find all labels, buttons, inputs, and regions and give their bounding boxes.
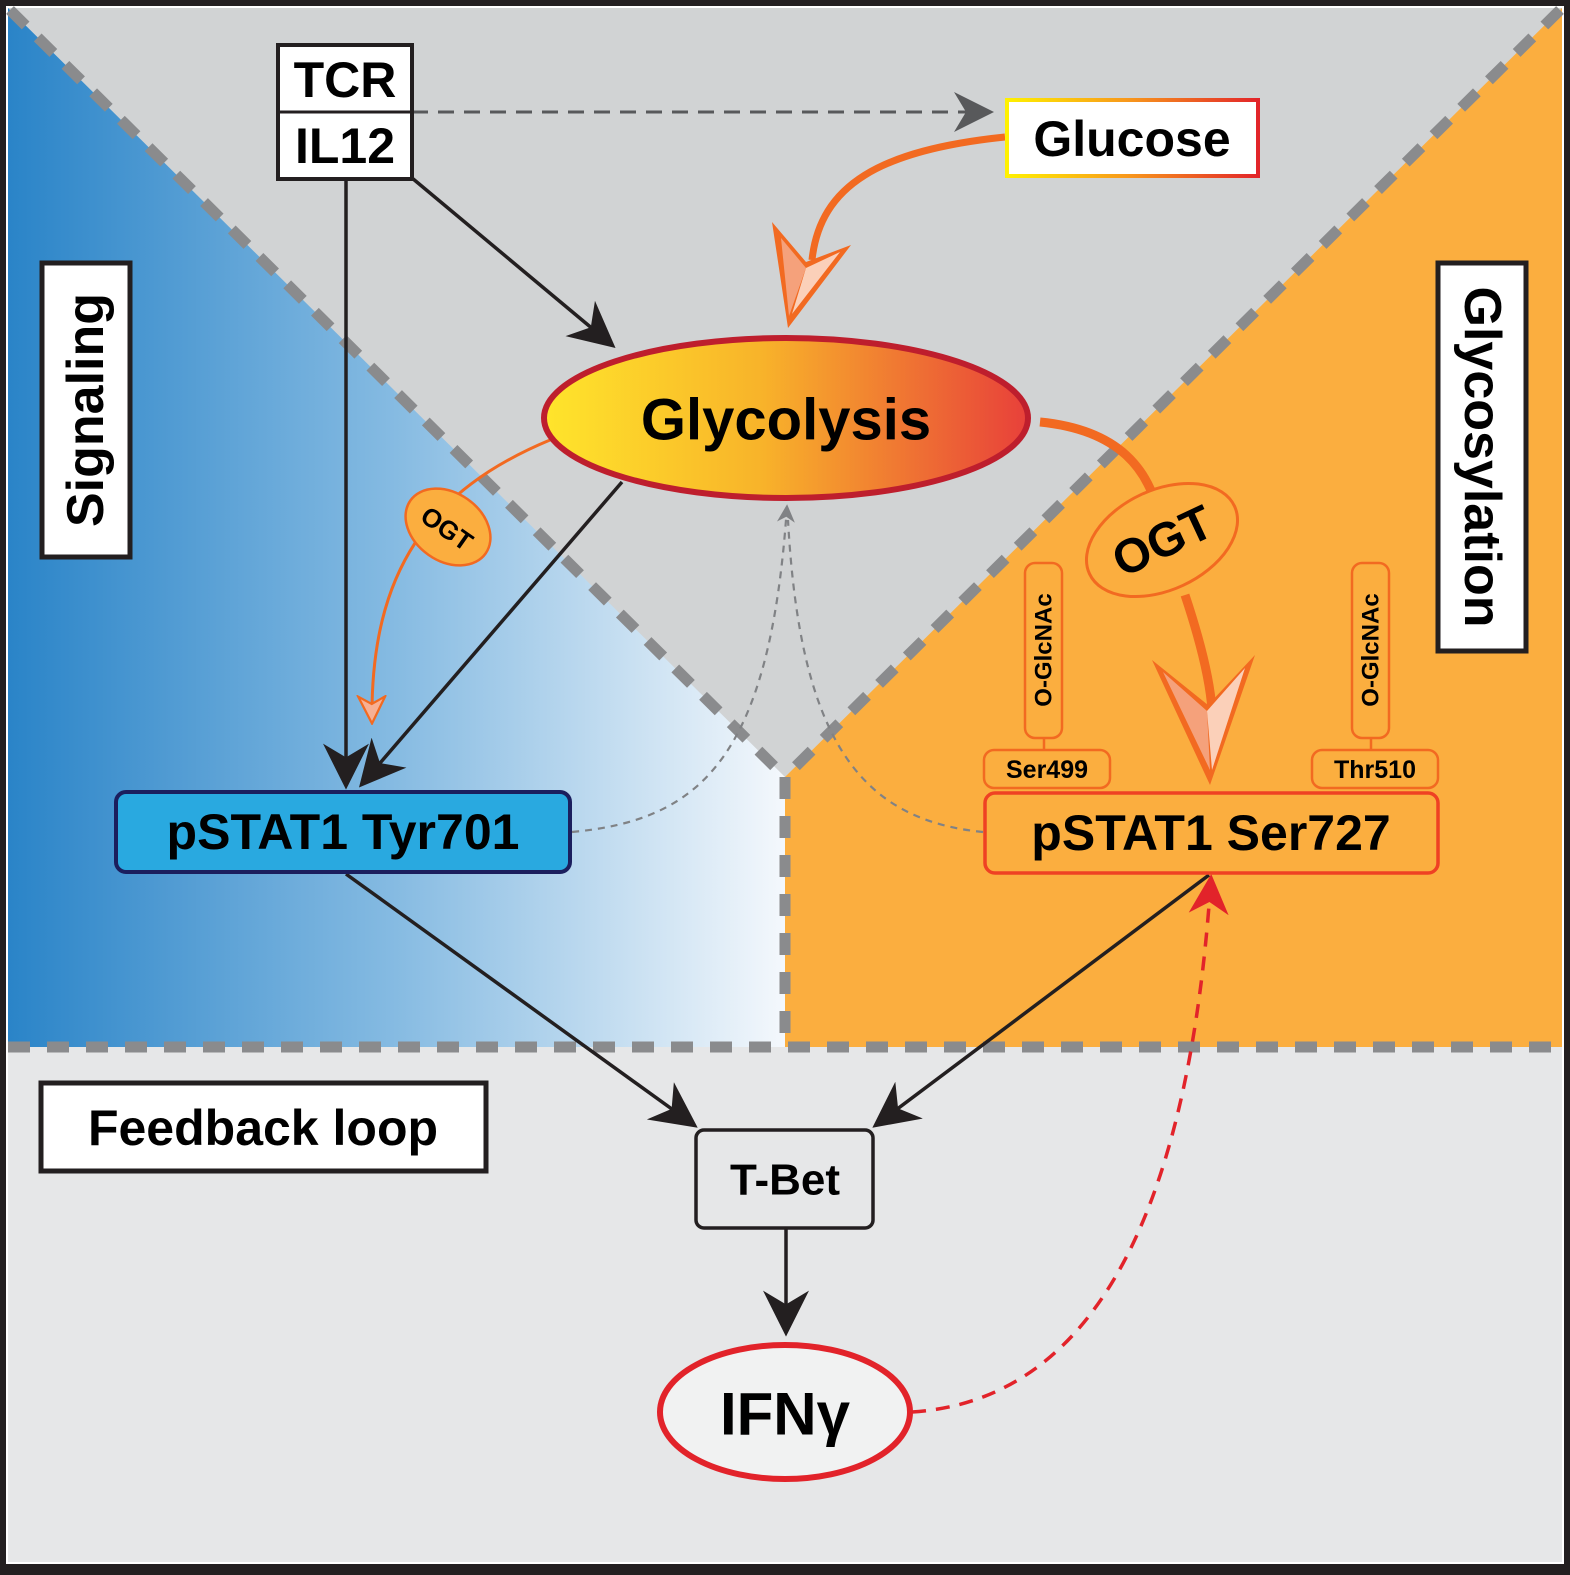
ogt-right-node: OGT [1084, 481, 1240, 599]
glucose-node: Glucose [1005, 98, 1260, 178]
ifng-node: IFNγ [657, 1342, 913, 1482]
pstat-tyr701-label: pSTAT1 Tyr701 [167, 804, 520, 860]
edge-ifng-to-pstat-ser [911, 874, 1229, 1414]
pstat-ser727-node: pSTAT1 Ser727 [983, 791, 1440, 875]
thr510-site: Thr510 [1310, 748, 1440, 790]
tbet-node: T-Bet [694, 1128, 875, 1230]
ifng-label: IFNγ [720, 1381, 851, 1448]
il12-label: IL12 [295, 118, 395, 174]
glycosylation-label: Glycosylation [1453, 287, 1511, 628]
ogt-left-node: OGT [404, 487, 492, 567]
edge-glucose-to-glycolysis [808, 133, 1006, 261]
divider-left-diagonal [6, 6, 789, 781]
signaling-panel [8, 8, 785, 1047]
glycolysis-node: Glycolysis [541, 335, 1031, 501]
ser499-site: Ser499 [982, 748, 1112, 790]
edge-pstat-tyr-to-tbet [344, 872, 698, 1128]
ser499-label: Ser499 [1006, 756, 1088, 784]
edge-glycolysis-to-pstat-tyr [358, 480, 624, 788]
edge-pstat-ser-to-glycolysis [786, 519, 984, 834]
arrowhead-ogt-pstat-ser [1152, 655, 1255, 785]
feedback-label-box: Feedback loop [38, 1080, 489, 1174]
glycolysis-label: Glycolysis [641, 388, 931, 453]
tbet-label: T-Bet [730, 1156, 840, 1205]
tcr-label: TCR [294, 52, 397, 108]
glucose-label: Glucose [1033, 111, 1230, 167]
feedback-label: Feedback loop [88, 1100, 438, 1156]
edge-pstat-ser-to-tbet [872, 873, 1211, 1128]
signaling-label: Signaling [57, 293, 115, 527]
o-glcnac-label-1: O-GlcNAc [1031, 593, 1058, 706]
pstat-ser727-label: pSTAT1 Ser727 [1031, 805, 1390, 861]
o-glcnac-label-2: O-GlcNAc [1358, 593, 1385, 706]
edge-pstat-tyr-to-glycolysis [571, 504, 795, 834]
o-glcnac-thr510-tag: O-GlcNAc [1350, 561, 1391, 750]
divider-right-diagonal [781, 6, 1564, 781]
o-glcnac-ser499-tag: O-GlcNAc [1023, 561, 1064, 750]
arrowhead-glucose-glycolysis [772, 222, 851, 328]
pstat-tyr701-node: pSTAT1 Tyr701 [114, 790, 572, 874]
tcr-il12-node: TCR IL12 [276, 43, 414, 181]
signaling-label-box: Signaling [39, 260, 133, 560]
edge-tcr-to-glycolysis [410, 176, 616, 348]
glycosylation-label-box: Glycosylation [1435, 260, 1529, 654]
thr510-label: Thr510 [1334, 756, 1416, 784]
panel-dividers [6, 6, 1564, 1053]
